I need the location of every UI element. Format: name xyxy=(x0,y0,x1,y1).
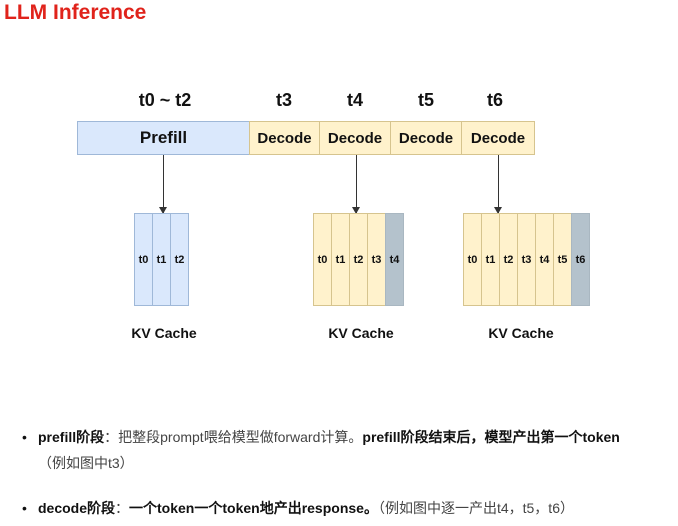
kv-cache-label: KV Cache xyxy=(488,325,554,341)
prefill-segment: Prefill xyxy=(77,121,250,155)
kv-cell: t4 xyxy=(385,213,404,306)
term: prefill阶段 xyxy=(38,429,105,445)
kv-cache-label: KV Cache xyxy=(328,325,394,341)
emphasis: prefill阶段结束后，模型产出第一个token xyxy=(362,429,620,445)
time-label: t5 xyxy=(417,90,434,110)
description: 把整段prompt喂给模型做forward计算。 xyxy=(118,429,363,445)
time-label: t0 ~ t2 xyxy=(138,90,192,110)
kv-cell: t0 xyxy=(463,213,482,306)
kv-cell: t4 xyxy=(535,213,554,306)
decode-segment: Decode xyxy=(319,121,391,155)
kv-cell: t2 xyxy=(499,213,518,306)
note: （例如图中t3） xyxy=(38,455,134,471)
decode-segment: Decode xyxy=(461,121,535,155)
kv-cache-label: KV Cache xyxy=(131,325,197,341)
kv-cell: t0 xyxy=(313,213,332,306)
term: decode阶段 xyxy=(38,500,116,516)
kv-cell: t1 xyxy=(481,213,500,306)
bullet-dot-icon: • xyxy=(22,500,27,516)
kv-cell: t1 xyxy=(331,213,350,306)
slide-title: LLM Inference xyxy=(4,1,147,24)
kv-cell: t0 xyxy=(134,213,153,306)
kv-cell: t1 xyxy=(152,213,171,306)
arrow-icon xyxy=(494,155,502,214)
decode-segment: Decode xyxy=(390,121,462,155)
kv-cell: t3 xyxy=(517,213,536,306)
separator: ： xyxy=(104,429,119,445)
time-label: t6 xyxy=(486,90,503,110)
decode-segment: Decode xyxy=(249,121,320,155)
arrow-icon xyxy=(159,155,167,214)
kv-cell: t5 xyxy=(553,213,572,306)
bullet-decode: • decode阶段：一个token一个token地产出response。（例如… xyxy=(22,498,672,518)
emphasis: 一个token一个token地产出response。 xyxy=(129,500,378,516)
kv-cell: t2 xyxy=(170,213,189,306)
note: （例如图中逐一产出t4，t5，t6） xyxy=(377,500,574,516)
time-label: t3 xyxy=(275,90,292,110)
kv-cell: t2 xyxy=(349,213,368,306)
time-label: t4 xyxy=(346,90,363,110)
kv-cell: t3 xyxy=(367,213,386,306)
kv-cell: t6 xyxy=(571,213,590,306)
arrow-icon xyxy=(352,155,360,214)
separator: ： xyxy=(115,500,130,516)
bullet-prefill: • prefill阶段：把整段prompt喂给模型做forward计算。pref… xyxy=(22,427,672,473)
bullet-dot-icon: • xyxy=(22,429,27,445)
